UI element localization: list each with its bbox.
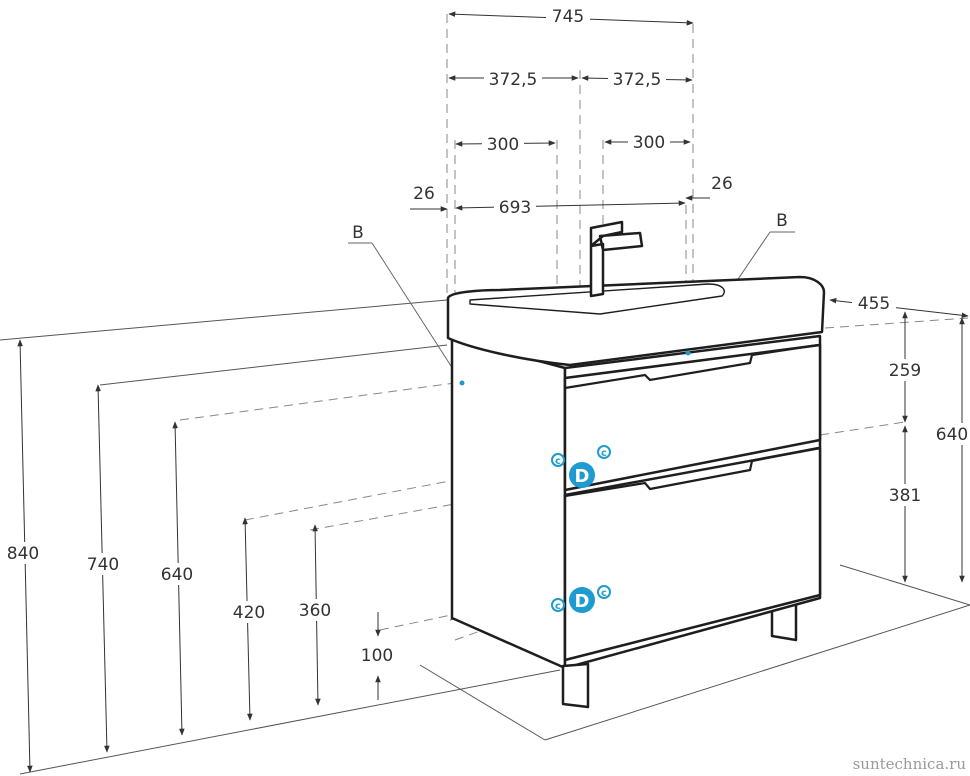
dim-740: 740 [87,555,119,575]
basin-bowl [469,283,725,315]
dim-420: 420 [233,603,265,623]
dim-26-right: 26 [711,174,733,194]
dim-381: 381 [889,486,921,506]
dim-100: 100 [361,646,393,666]
drain-marker-upper [569,462,595,488]
drain-marker-lower [569,587,595,613]
b-dot-right [685,350,691,356]
cold-marker-lower [551,598,565,612]
hot-label-upper: c [601,448,607,459]
dim-693: 693 [499,198,531,218]
dim-259: 259 [889,361,921,381]
drain-label-upper: D [575,466,590,487]
dim-300-left: 300 [487,135,519,155]
b-dot-left [459,380,465,386]
basin [446,275,826,367]
hot-marker-lower [597,585,611,599]
vanity-unit [446,220,826,709]
b-label-right: B [776,211,788,231]
dim-26-left: 26 [413,184,435,204]
dim-372-right: 372,5 [613,70,662,90]
cold-marker-upper [551,453,565,467]
drawer-handles [564,343,819,498]
cabinet-side [450,336,567,670]
drain-label-lower: D [575,591,590,612]
faucet [589,220,644,298]
dim-745: 745 [552,7,584,27]
dim-840: 840 [7,544,39,564]
b-label-left: B [352,223,364,243]
connection-markers [459,350,691,613]
cold-label-lower: c [555,601,561,612]
dim-300-right: 300 [633,133,665,153]
hot-label-lower: c [601,588,607,599]
hot-marker-upper [597,445,611,459]
dim-640-right: 640 [936,425,968,445]
left-dimension-lines [17,339,381,773]
right-dimension-lines [902,311,965,583]
cold-label-upper: c [555,456,561,467]
dimension-labels: 745 372,5 372,5 300 300 693 26 26 455 64… [2,4,970,666]
dim-455: 455 [858,294,890,314]
leg-front [561,662,590,709]
upper-drawer [563,343,822,492]
dim-360: 360 [299,601,331,621]
floor-lines [0,299,970,775]
dim-372-left: 372,5 [489,70,538,90]
dim-640-left: 640 [161,565,193,585]
watermark: suntechnica.ru [853,755,967,773]
top-dimension-lines [410,11,969,319]
